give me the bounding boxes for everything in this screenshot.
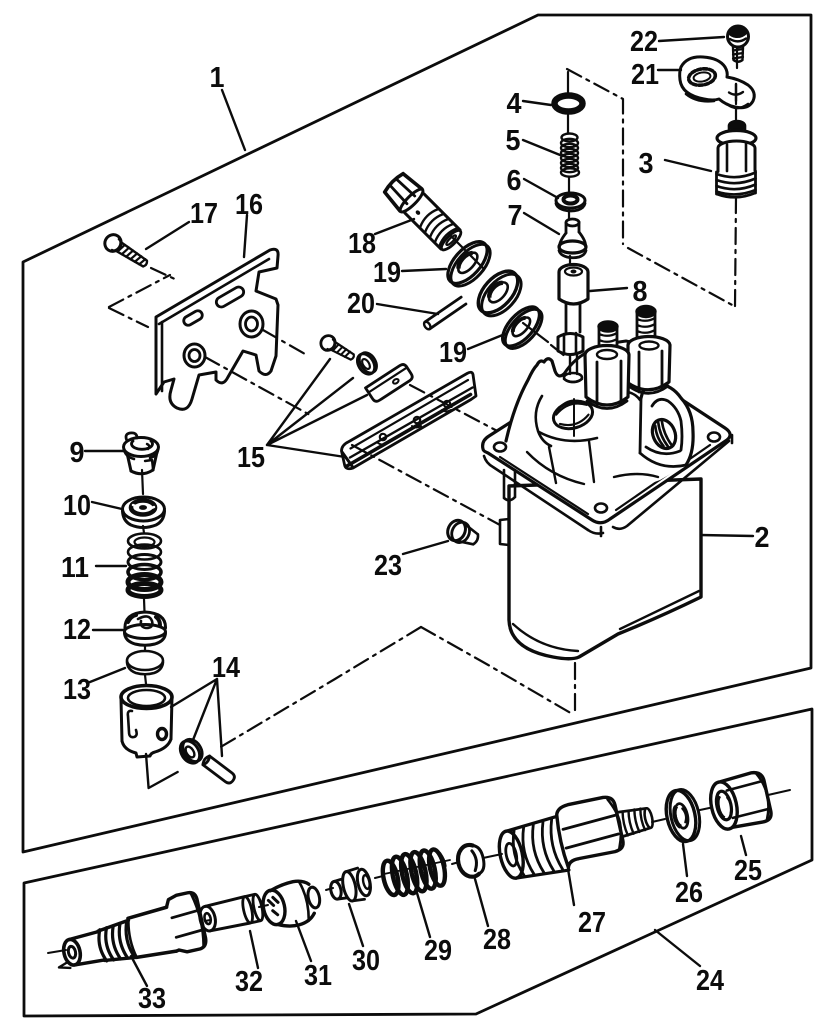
svg-text:29: 29 <box>424 935 452 967</box>
svg-text:28: 28 <box>483 924 511 956</box>
svg-text:12: 12 <box>63 614 91 646</box>
svg-text:16: 16 <box>235 189 263 221</box>
svg-text:19: 19 <box>439 337 467 369</box>
svg-text:8: 8 <box>633 276 648 308</box>
svg-text:4: 4 <box>507 88 522 120</box>
svg-text:13: 13 <box>63 674 91 706</box>
svg-text:20: 20 <box>347 288 375 320</box>
svg-text:17: 17 <box>190 198 218 230</box>
svg-text:30: 30 <box>352 945 380 977</box>
svg-text:14: 14 <box>212 652 240 684</box>
svg-text:19: 19 <box>373 257 401 289</box>
svg-text:15: 15 <box>237 442 265 474</box>
svg-text:23: 23 <box>374 550 402 582</box>
svg-text:11: 11 <box>61 552 89 584</box>
svg-text:18: 18 <box>348 228 376 260</box>
svg-text:32: 32 <box>235 966 263 998</box>
svg-text:2: 2 <box>755 522 770 554</box>
svg-text:22: 22 <box>630 26 658 58</box>
svg-text:9: 9 <box>70 437 85 469</box>
svg-text:7: 7 <box>508 200 523 232</box>
svg-text:1: 1 <box>210 62 225 94</box>
svg-text:10: 10 <box>63 490 91 522</box>
svg-text:33: 33 <box>138 983 166 1015</box>
svg-text:21: 21 <box>631 59 659 91</box>
svg-text:31: 31 <box>304 960 332 992</box>
svg-text:25: 25 <box>734 855 762 887</box>
svg-text:24: 24 <box>696 965 724 997</box>
svg-text:27: 27 <box>578 907 606 939</box>
svg-text:6: 6 <box>507 165 522 197</box>
svg-text:3: 3 <box>639 148 654 180</box>
svg-text:5: 5 <box>506 125 521 157</box>
svg-text:26: 26 <box>675 877 703 909</box>
